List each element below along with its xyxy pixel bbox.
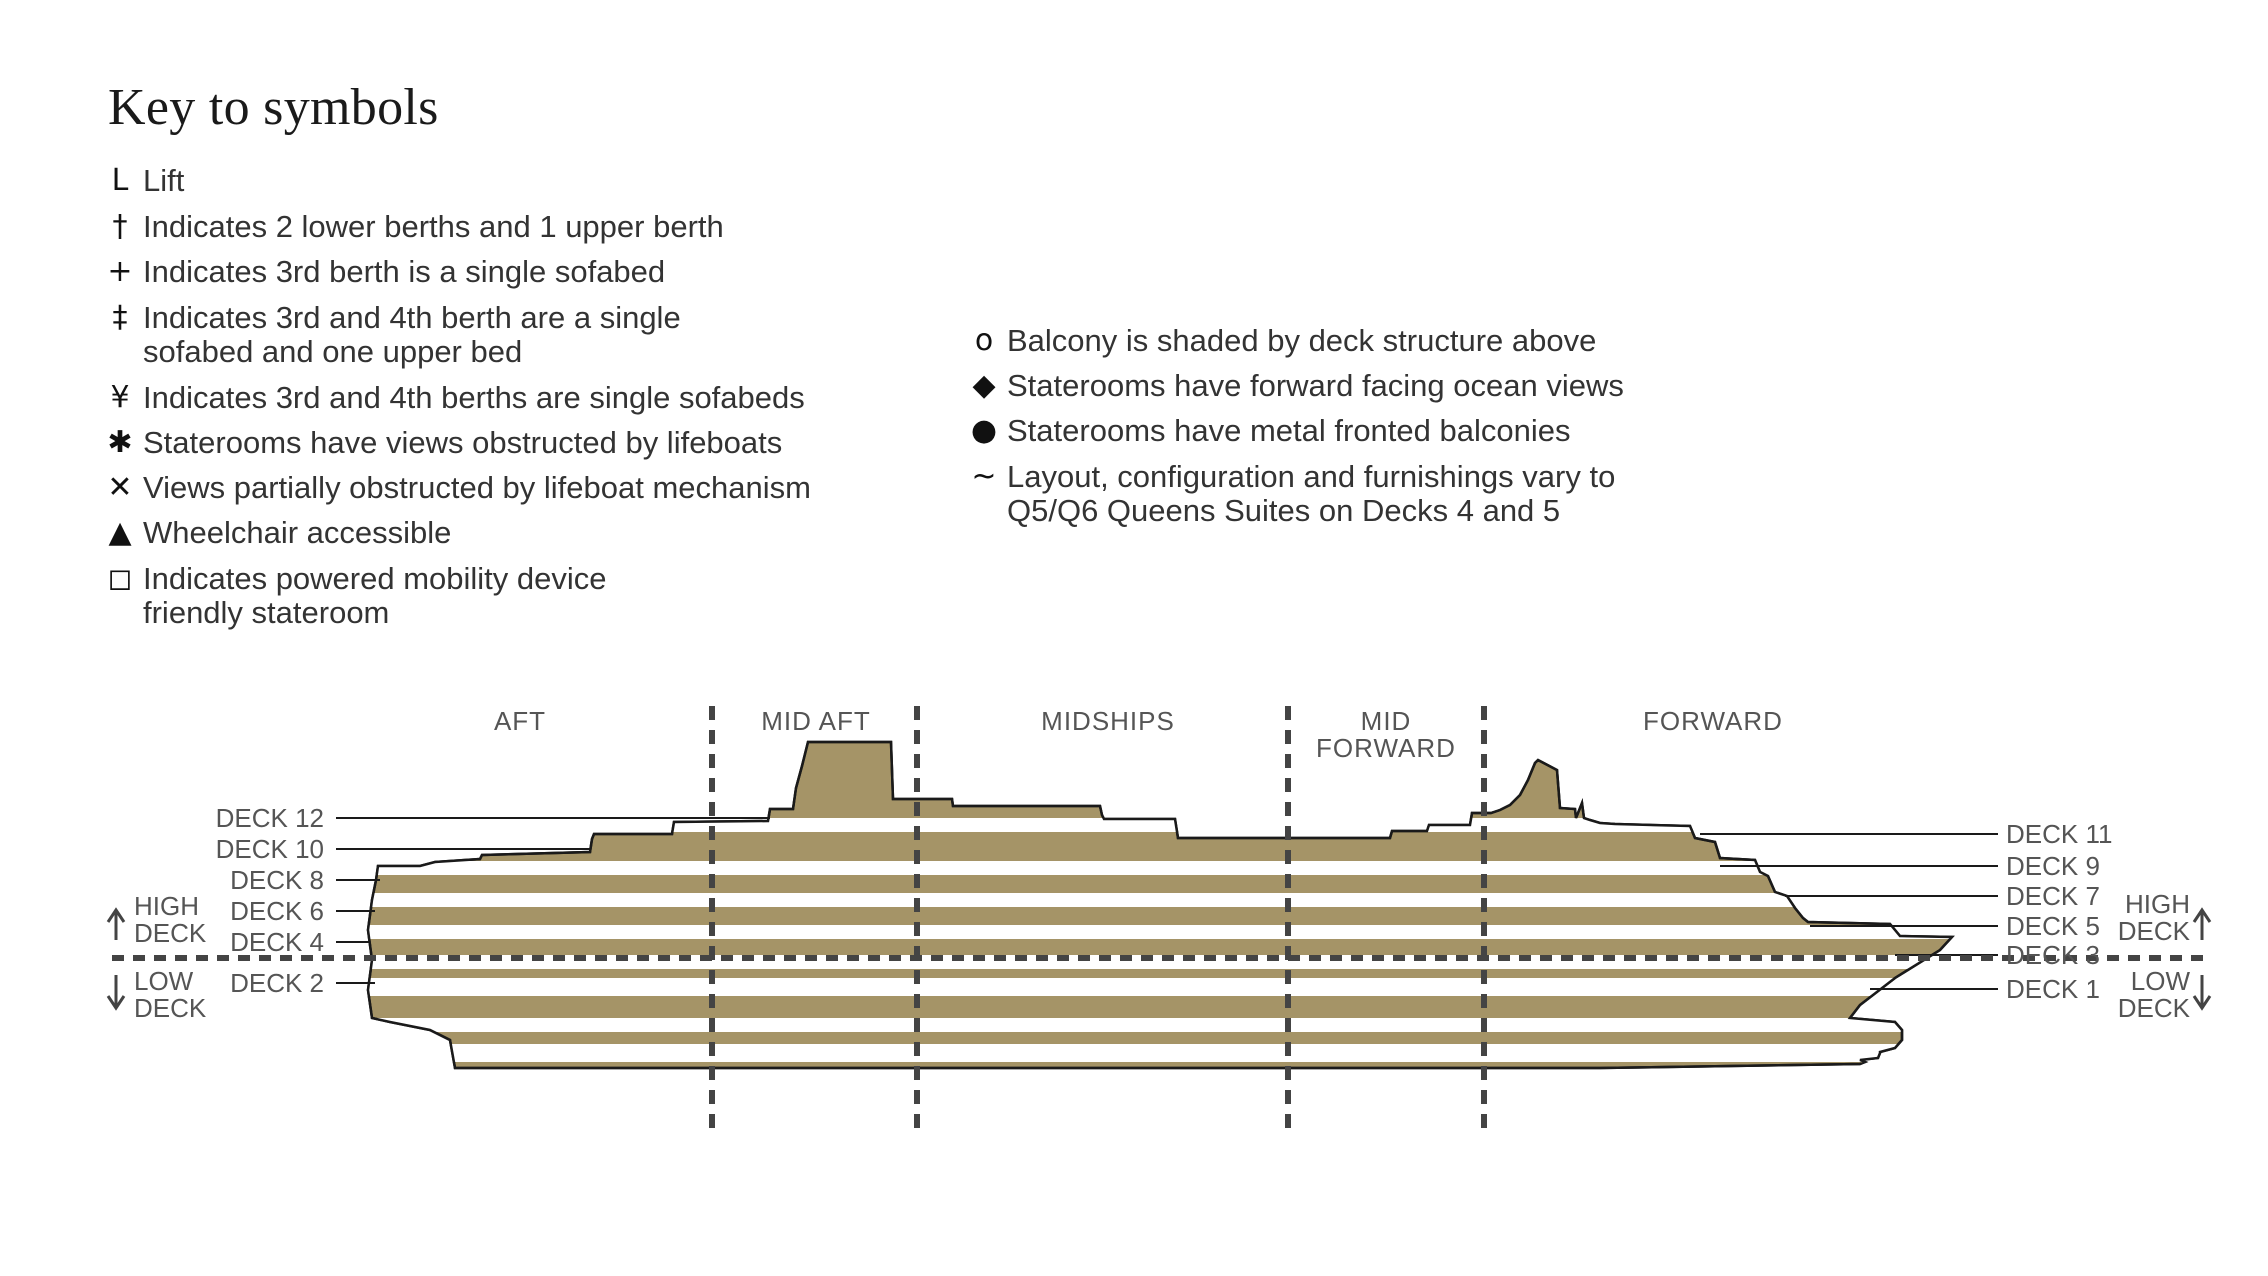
square-icon: ◻ [107,561,133,596]
deck-label: DECK 9 [2006,851,2100,881]
cross-icon: ✕ [107,470,133,505]
deck-stripe [368,861,1952,875]
asterisk-icon: ✱ [107,425,133,460]
arrow-down-icon [2192,975,2212,1011]
high-deck-indicator-left: HIGH DECK [106,891,207,948]
high-deck-label: HIGH [134,891,199,921]
deck-stripe [368,978,1952,996]
circle-outline-icon: o [974,323,994,358]
section-label: MID AFT [761,706,871,736]
lift-icon: L [111,163,129,198]
key-item-label: Indicates 3rd and 4th berths are single … [143,380,805,415]
low-deck-label: LOW [2131,966,2191,996]
yen-icon: ¥ [110,380,130,415]
low-deck-label: DECK [134,993,207,1023]
ship-hull-outline [366,740,1955,1070]
diamond-icon: ◆ [972,368,996,403]
low-deck-label: DECK [2118,993,2191,1023]
arrow-up-icon [2192,907,2212,940]
deck-stripe [368,893,1952,907]
key-item-label: Indicates 2 lower berths and 1 upper ber… [143,209,724,244]
high-deck-indicator-right: HIGH DECK [2118,889,2212,946]
deck-label: DECK 3 [2006,940,2100,970]
double-dagger-icon: ‡ [112,300,128,335]
deck-stripes [368,818,1952,1062]
deck-label: DECK 11 [2006,819,2112,849]
low-deck-indicator-right: LOW DECK [2118,966,2212,1023]
section-label: MID [1361,706,1412,736]
deck-label: DECK 7 [2006,881,2100,911]
dot-icon: ● [970,413,998,448]
high-deck-label: DECK [134,918,207,948]
low-deck-label: LOW [134,966,194,996]
deck-stripe [368,925,1952,939]
key-item-label: Lift [143,163,185,198]
triangle-icon: ▲ [108,515,132,550]
deck-label: DECK 1 [2006,974,2100,1004]
key-item-label: Staterooms have views obstructed by life… [143,425,783,460]
deck-label: DECK 8 [230,865,324,895]
key-item-label: Indicates 3rd and 4th berth are a single… [143,300,681,369]
deck-label: DECK 4 [230,927,324,957]
key-item-label: Layout, configuration and furnishings va… [1007,459,1616,528]
key-item-label: Balcony is shaded by deck structure abov… [1007,323,1597,358]
section-label: MIDSHIPS [1041,706,1175,736]
deck-label: DECK 10 [216,834,324,864]
low-deck-indicator-left: LOW DECK [106,966,207,1023]
high-deck-label: DECK [2118,916,2191,946]
section-label: FORWARD [1643,706,1783,736]
key-title: Key to symbols [108,79,439,136]
section-label: FORWARD [1316,733,1456,763]
key-item-label: Views partially obstructed by lifeboat m… [143,470,811,505]
key-item-label: Indicates 3rd berth is a single sofabed [143,254,666,289]
ship-body [366,740,1955,1070]
deck-stripe [368,1018,1952,1032]
deck-stripe [368,1044,1952,1062]
tilde-icon: ~ [971,459,997,494]
deck-label: DECK 12 [216,803,324,833]
key-item-label: Staterooms have forward facing ocean vie… [1007,368,1624,403]
arrow-up-icon [106,907,126,940]
key-item-label: Wheelchair accessible [143,515,452,550]
deck-label: DECK 5 [2006,911,2100,941]
arrow-down-icon [106,975,126,1011]
dagger-icon: † [112,209,128,244]
deck-label: DECK 6 [230,896,324,926]
high-deck-label: HIGH [2125,889,2190,919]
deck-leader-lines [336,817,1998,990]
deck-label: DECK 2 [230,968,324,998]
plus-icon: + [107,254,133,289]
key-item-label: Staterooms have metal fronted balconies [1007,413,1571,448]
section-label: AFT [494,706,546,736]
